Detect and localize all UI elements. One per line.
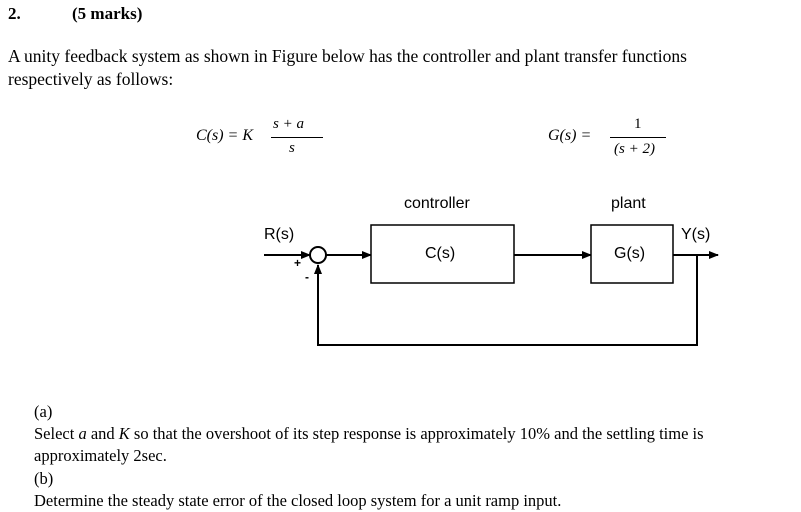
part-b-text: Determine the steady state error of the … (34, 491, 562, 510)
controller-title: controller (404, 195, 470, 212)
block-diagram (264, 224, 719, 346)
marks-label: (5 marks) (72, 4, 143, 23)
question-intro: A unity feedback system as shown in Figu… (8, 45, 798, 91)
controller-denominator: s (289, 140, 295, 156)
plant-title: plant (611, 195, 646, 212)
input-label: R(s) (264, 226, 295, 243)
part-a-text: Select a and K so that the overshoot of … (34, 423, 774, 467)
plant-fraction-bar (610, 137, 666, 138)
part-a-text-3: so that the overshoot of its step respon… (34, 424, 704, 465)
plant-numerator: 1 (634, 116, 642, 132)
part-a: (a) Select a and K so that the overshoot … (34, 401, 801, 467)
feedback-path (314, 255, 698, 346)
controller-numerator: s + a (273, 116, 304, 132)
part-a-text-2: and (86, 424, 119, 443)
part-a-label: (a) (34, 402, 53, 421)
part-a-var-a: a (78, 424, 87, 443)
output-label: Y(s) (681, 226, 711, 243)
intro-line-1: A unity feedback system as shown in Figu… (8, 46, 687, 66)
plant-equation-lhs: G(s) = (548, 127, 592, 144)
controller-fraction-bar (271, 137, 323, 138)
part-a-var-k: K (118, 424, 130, 443)
plant-block (590, 224, 674, 284)
plant-block-label: G(s) (614, 245, 646, 262)
intro-line-2: respectively as follows: (8, 69, 174, 89)
part-b: (b) Determine the steady state error of t… (34, 468, 801, 512)
summing-junction (309, 246, 327, 264)
part-b-label: (b) (34, 469, 54, 488)
controller-equation-lhs: C(s) = K (196, 127, 254, 144)
part-a-text-1: Select (34, 424, 79, 443)
plant-denominator: (s + 2) (614, 141, 655, 157)
question-number: 2. (8, 4, 21, 23)
controller-block-label: C(s) (425, 245, 456, 262)
minus-sign: - (305, 270, 309, 284)
plus-sign: + (294, 256, 302, 270)
